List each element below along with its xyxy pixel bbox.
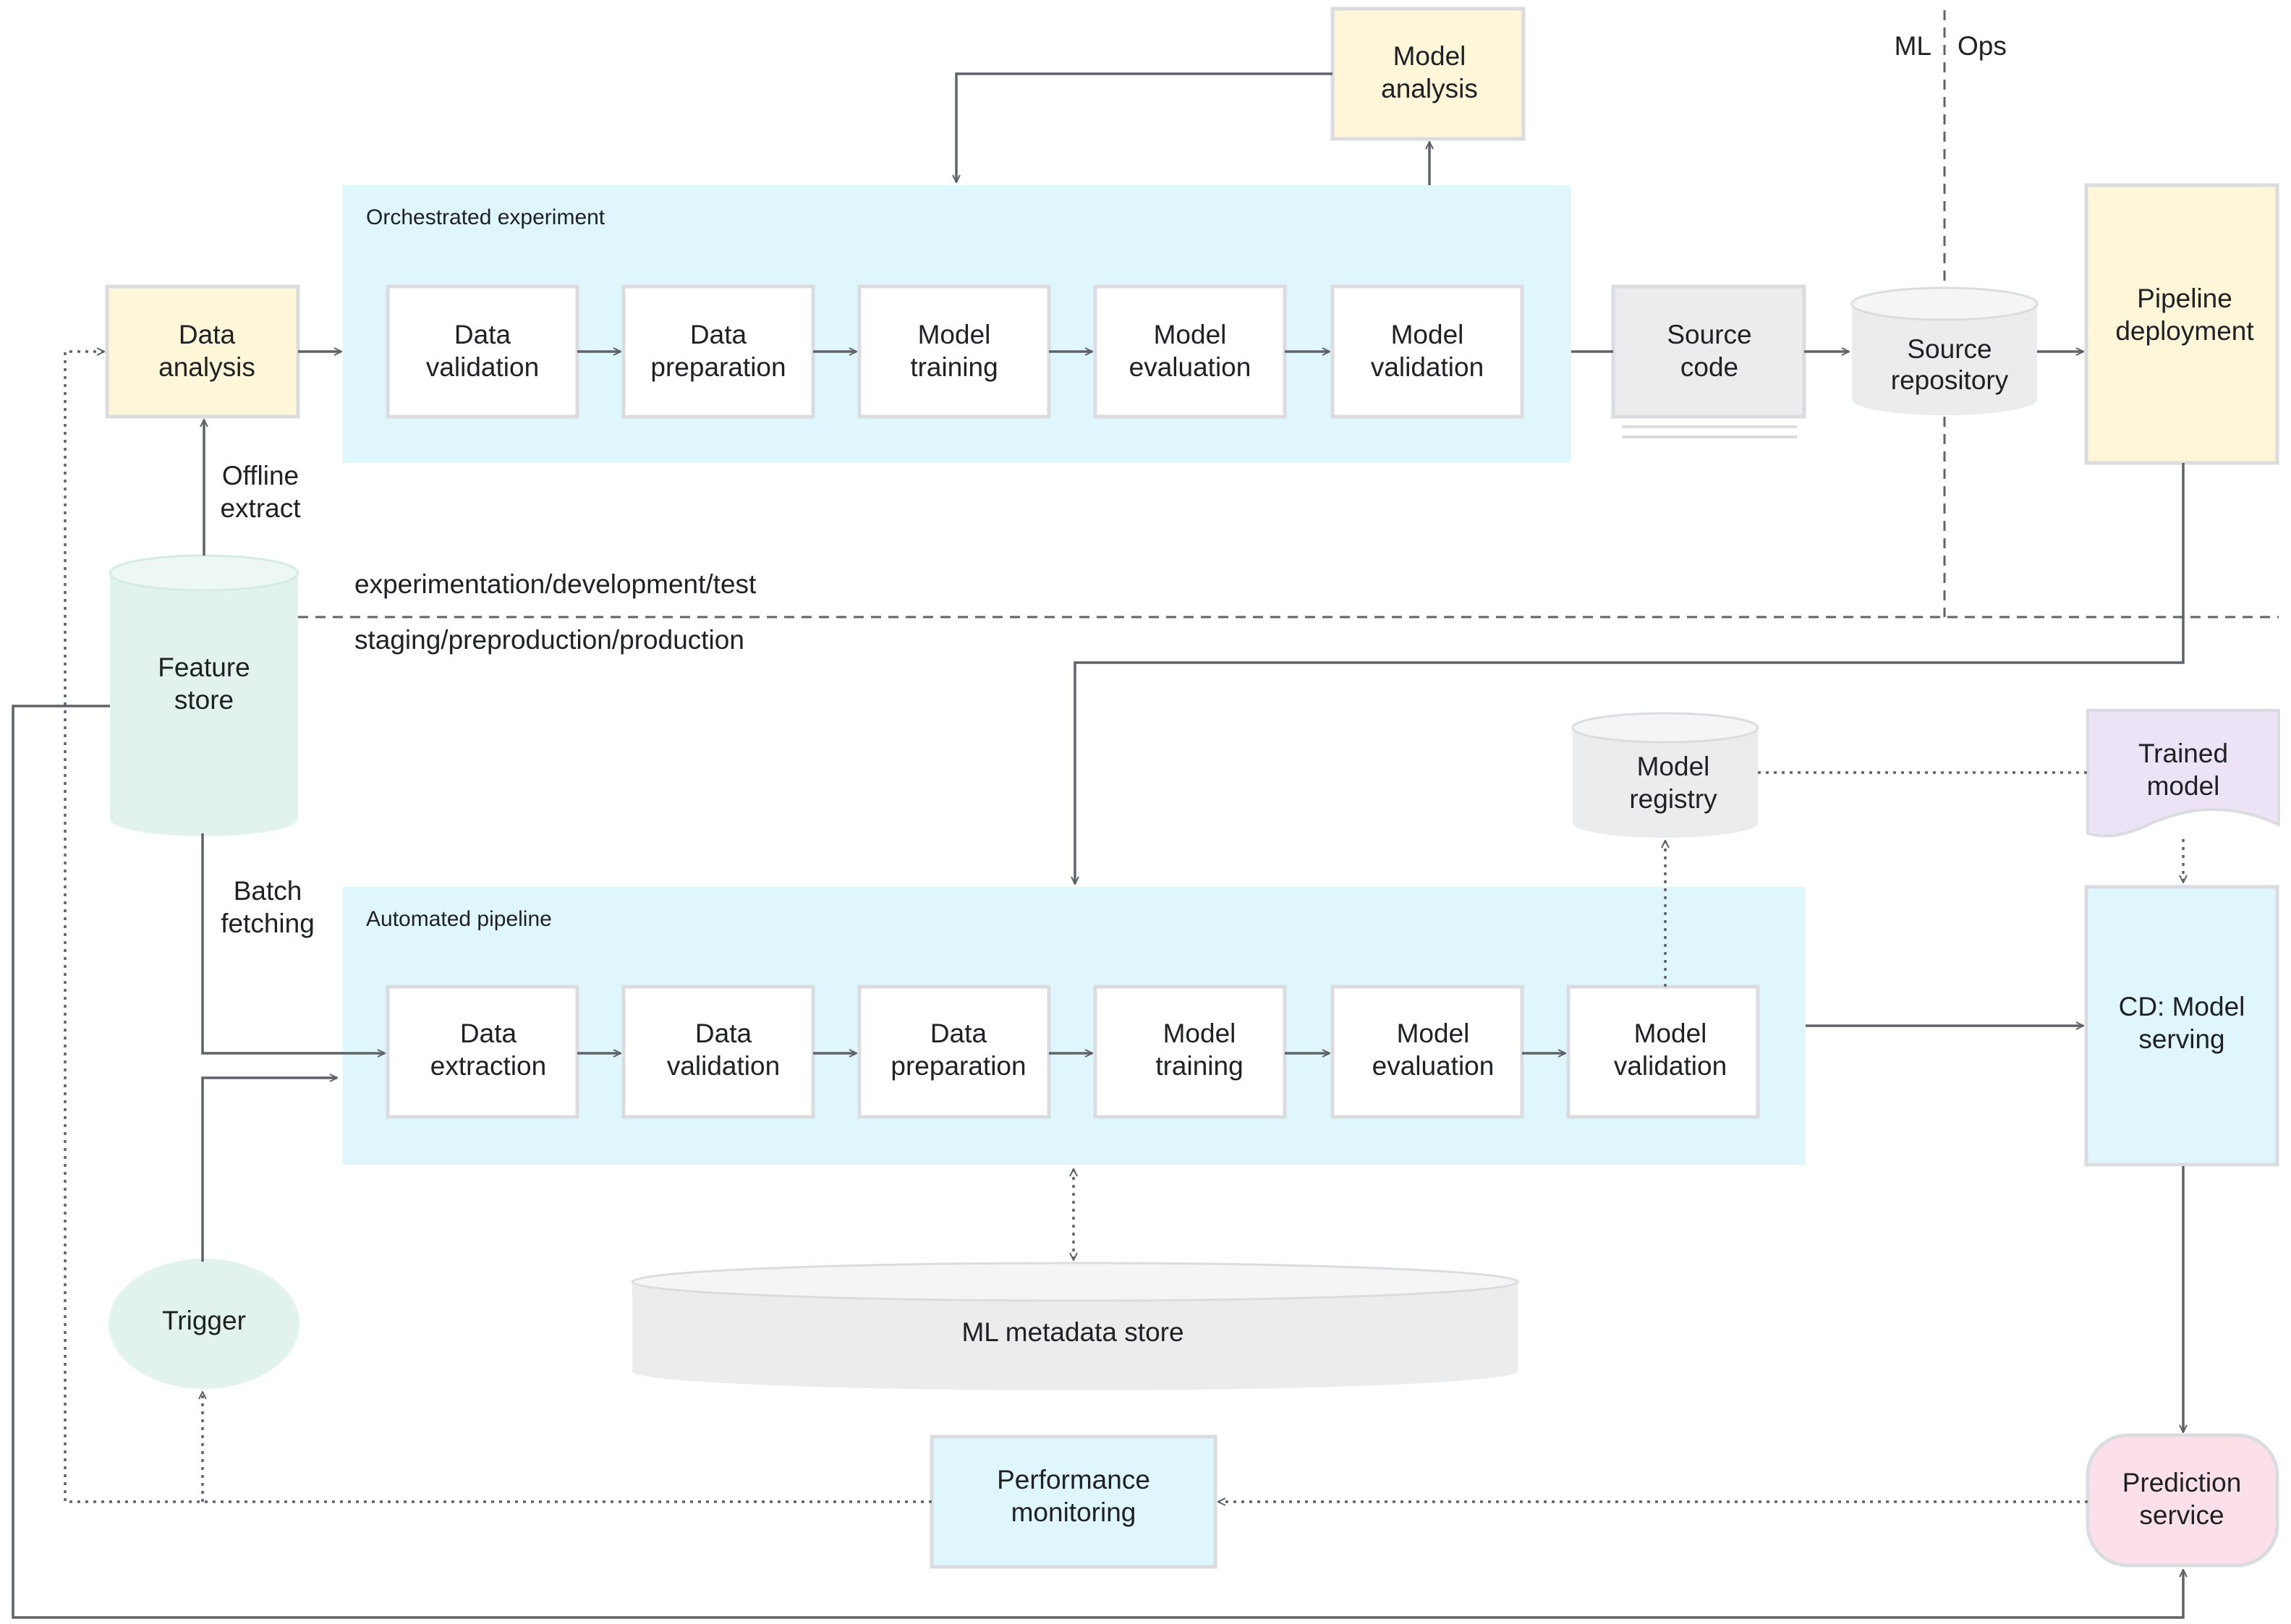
svg-text:Performance: Performance	[997, 1465, 1150, 1495]
svg-text:validation: validation	[1371, 352, 1484, 382]
pipe-step-model-validation: Model validation	[1566, 985, 1760, 1119]
svg-text:Model: Model	[1154, 320, 1227, 349]
pipe-step-data-preparation: Data preparation	[857, 985, 1051, 1119]
svg-text:Data: Data	[930, 1019, 987, 1048]
batch-fetching-label: Batch	[234, 876, 302, 906]
svg-text:registry: registry	[1629, 784, 1717, 814]
source-code-node: Source code	[1611, 284, 1806, 438]
svg-text:training: training	[1155, 1051, 1243, 1081]
performance-monitoring-node: Performance monitoring	[930, 1434, 1217, 1569]
offline-extract-label: Offline	[222, 461, 299, 490]
edge-trigger-to-pipeline	[201, 1078, 337, 1262]
ml-label: ML	[1895, 31, 1931, 61]
svg-text:Data: Data	[454, 320, 511, 349]
svg-text:preparation: preparation	[650, 352, 786, 382]
svg-text:repository: repository	[1891, 365, 2009, 395]
trigger-node: Trigger	[109, 1259, 299, 1389]
ops-label: Ops	[1958, 31, 2007, 61]
ml-metadata-store-cylinder: ML metadata store	[631, 1262, 1519, 1390]
svg-text:serving: serving	[2138, 1024, 2224, 1054]
svg-text:Model: Model	[918, 320, 991, 349]
svg-text:CD: Model: CD: Model	[2119, 992, 2245, 1021]
svg-text:Source: Source	[1907, 334, 1992, 364]
svg-text:Feature: Feature	[158, 652, 250, 682]
svg-text:Prediction: Prediction	[2122, 1468, 2242, 1497]
svg-text:deployment: deployment	[2115, 316, 2254, 346]
svg-text:preparation: preparation	[891, 1051, 1026, 1081]
top-step-data-preparation: Data preparation	[621, 284, 815, 419]
svg-text:evaluation: evaluation	[1129, 352, 1251, 382]
svg-text:evaluation: evaluation	[1372, 1051, 1495, 1081]
svg-text:Data: Data	[695, 1019, 752, 1048]
svg-text:ML metadata store: ML metadata store	[961, 1317, 1183, 1347]
svg-text:Model: Model	[1634, 1019, 1707, 1048]
svg-text:validation: validation	[426, 352, 539, 382]
automated-pipeline-title: Automated pipeline	[366, 907, 552, 931]
svg-text:Pipeline: Pipeline	[2137, 284, 2232, 313]
edge-batch-fetching	[201, 833, 385, 1053]
pipe-step-model-evaluation: Model evaluation	[1330, 985, 1524, 1119]
feature-store-cylinder: Feature store	[109, 554, 299, 836]
top-step-model-evaluation: Model evaluation	[1093, 284, 1287, 419]
svg-text:Model: Model	[1163, 1019, 1236, 1048]
pipe-step-data-validation: Data validation	[621, 985, 815, 1119]
svg-text:analysis: analysis	[1381, 74, 1478, 103]
edge-model-analysis-feedback	[956, 72, 1332, 182]
svg-text:Model: Model	[1397, 1019, 1470, 1048]
edge-feature-store-to-prediction	[12, 705, 2183, 1619]
svg-text:Trained: Trained	[2138, 739, 2228, 768]
top-step-model-validation: Model validation	[1330, 284, 1524, 419]
prediction-service-node: Prediction service	[2086, 1433, 2279, 1568]
svg-text:service: service	[2139, 1500, 2224, 1530]
model-analysis-node: Model analysis	[1330, 7, 1526, 141]
automated-pipeline-group: Automated pipeline	[343, 887, 1806, 1165]
svg-text:training: training	[910, 352, 998, 382]
svg-text:analysis: analysis	[158, 352, 255, 382]
env-prod-label: staging/preproduction/production	[354, 625, 744, 655]
svg-text:code: code	[1680, 352, 1738, 382]
connectors	[12, 72, 2185, 1619]
dotted-connectors	[64, 352, 2183, 1503]
svg-text:Data: Data	[690, 320, 747, 349]
svg-text:validation: validation	[667, 1051, 780, 1081]
pipeline-deployment-node: Pipeline deployment	[2084, 183, 2279, 465]
data-analysis-node: Data analysis	[105, 284, 300, 419]
svg-text:validation: validation	[1614, 1051, 1727, 1081]
model-registry-cylinder: Model registry	[1571, 712, 1759, 838]
pipe-step-model-training: Model training	[1093, 985, 1287, 1119]
top-step-model-training: Model training	[857, 284, 1051, 419]
edge-monitoring-to-analysis	[64, 352, 932, 1503]
svg-text:store: store	[174, 685, 234, 715]
svg-text:Model: Model	[1391, 320, 1464, 349]
svg-text:monitoring: monitoring	[1011, 1497, 1136, 1527]
svg-text:model: model	[2147, 771, 2220, 801]
svg-text:Trigger: Trigger	[162, 1306, 246, 1335]
batch-fetching-label-line2: fetching	[221, 909, 315, 938]
svg-text:Model: Model	[1637, 752, 1710, 781]
svg-text:Model: Model	[1393, 41, 1466, 71]
top-step-data-validation: Data validation	[386, 284, 579, 419]
svg-text:Data: Data	[460, 1019, 517, 1048]
env-dev-label: experimentation/development/test	[354, 569, 757, 599]
svg-text:Data: Data	[179, 320, 236, 349]
svg-text:extraction: extraction	[430, 1051, 546, 1081]
cd-model-serving-node: CD: Model serving	[2084, 885, 2279, 1167]
pipe-step-data-extraction: Data extraction	[386, 985, 579, 1119]
orchestrated-experiment-title: Orchestrated experiment	[366, 205, 605, 229]
offline-extract-label-line2: extract	[220, 493, 301, 523]
edge-deployment-to-pipeline	[1075, 463, 2185, 884]
source-repository-cylinder: Source repository	[1850, 286, 2039, 415]
trained-model-document: Trained model	[2086, 709, 2280, 838]
svg-text:Source: Source	[1667, 320, 1751, 349]
